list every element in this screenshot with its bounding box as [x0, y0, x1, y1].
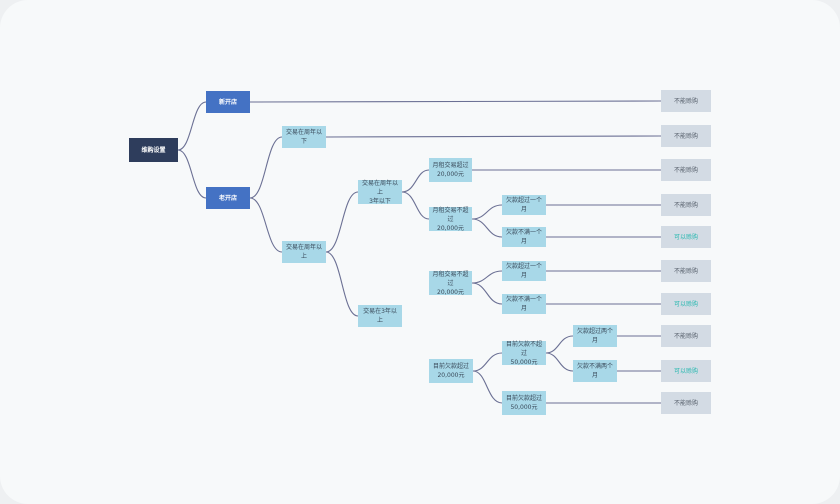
- result-no-credit: 不能赊购: [661, 90, 711, 112]
- overdue-over-1-month-node: 欠款超过一个月: [502, 261, 546, 281]
- debt-over-50000-node: 目前欠款超过 50,000元: [502, 391, 546, 415]
- connector: [401, 169, 430, 193]
- old-shop-node: 老开店: [206, 187, 250, 209]
- connector: [472, 352, 503, 372]
- result-no-credit: 不能赊购: [661, 194, 711, 216]
- result-credit-allowed: 可以赊购: [661, 360, 711, 382]
- trade-under-half-year-node: 交易在周年以下: [282, 126, 326, 148]
- connector: [401, 191, 430, 220]
- result-no-credit: 不能赊购: [661, 392, 711, 414]
- trade-over-3-years-node: 交易在3年以上: [358, 305, 402, 327]
- connector: [472, 370, 503, 404]
- connector: [177, 101, 207, 151]
- connector: [249, 136, 283, 199]
- result-no-credit: 不能赊购: [661, 260, 711, 282]
- connector: [249, 197, 283, 253]
- overdue-under-2-months-node: 欠款不满两个月: [573, 360, 617, 382]
- new-shop-node: 新开店: [206, 91, 250, 113]
- connector: [325, 135, 662, 138]
- overdue-over-1-month-node: 欠款超过一个月: [502, 195, 546, 215]
- result-no-credit: 不能赊购: [661, 125, 711, 147]
- connector: [177, 149, 207, 199]
- connector: [325, 251, 359, 317]
- overdue-under-1-month-node: 欠款不满一个月: [502, 227, 546, 247]
- pay-under-20000-node: 月租交易不超过 20,000元: [429, 207, 472, 232]
- connector: [249, 100, 662, 103]
- result-no-credit: 不能赊购: [661, 159, 711, 181]
- debt-over-20000-node: 目前欠款超过 20,000元: [429, 359, 473, 383]
- debt-under-50000-node: 目前欠款不超过 50,000元: [502, 341, 546, 366]
- overdue-under-1-month-node: 欠款不满一个月: [502, 294, 546, 314]
- connector: [471, 270, 503, 284]
- pay-under-20000-node: 月租交易不超过 20,000元: [429, 271, 472, 296]
- connector: [545, 352, 574, 372]
- connector: [471, 282, 503, 305]
- result-credit-allowed: 可以赊购: [661, 293, 711, 315]
- trade-over-half-year-node: 交易在周年以上: [282, 241, 326, 263]
- root-node: 维购设置: [129, 138, 178, 162]
- connector: [471, 218, 503, 238]
- pay-over-20000-node: 月租交易超过 20,000元: [429, 158, 472, 182]
- connector: [471, 204, 503, 220]
- overdue-over-2-months-node: 欠款超过两个月: [573, 325, 617, 347]
- connector: [545, 335, 574, 354]
- result-credit-allowed: 可以赊购: [661, 226, 711, 248]
- connector: [325, 191, 359, 253]
- trade-half-to-3-years-node: 交易在周年以上 3年以下: [358, 180, 402, 205]
- result-no-credit: 不能赊购: [661, 325, 711, 347]
